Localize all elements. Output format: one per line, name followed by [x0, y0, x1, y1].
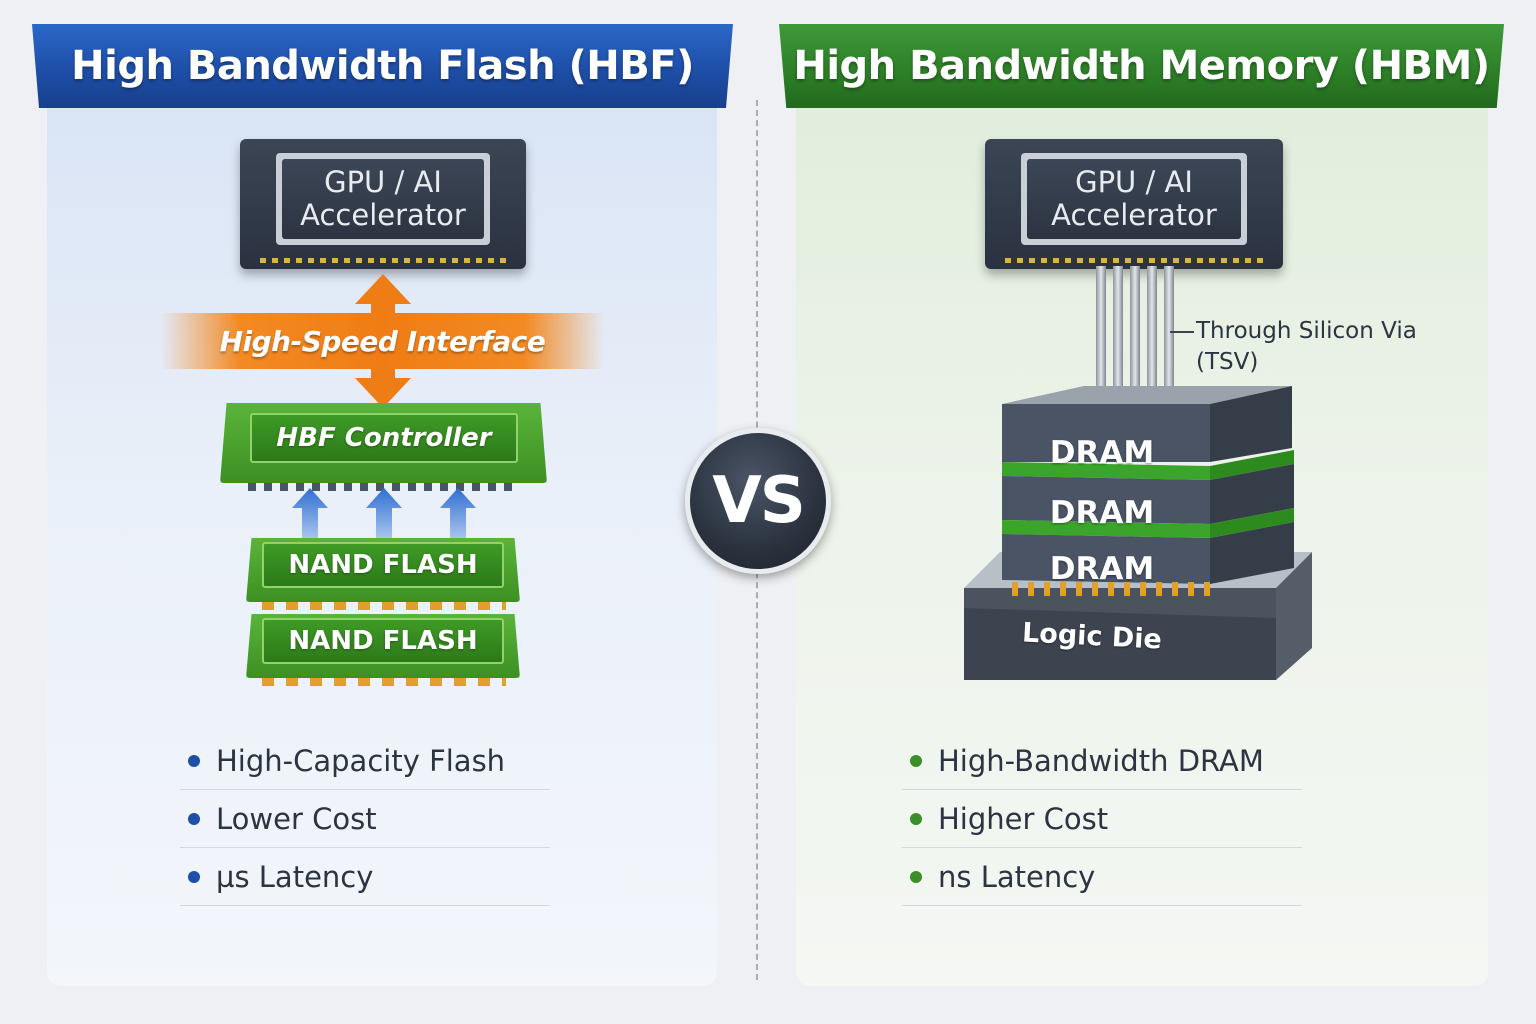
list-item: High-Capacity Flash	[180, 732, 550, 790]
nand-flash-label-1: NAND FLASH	[262, 542, 504, 588]
hbm-feature-list: High-Bandwidth DRAM Higher Cost ns Laten…	[902, 732, 1302, 906]
hbm-feature-text: High-Bandwidth DRAM	[938, 743, 1264, 778]
data-flow-arrows-icon	[292, 488, 476, 538]
bullet-dot	[910, 754, 922, 767]
dram-stack	[1002, 386, 1294, 596]
bullet-dot	[188, 870, 200, 883]
tsv-label-line2: (TSV)	[1196, 349, 1259, 375]
tsv-label: Through Silicon Via (TSV)	[1196, 316, 1417, 378]
list-item: High-Bandwidth DRAM	[902, 732, 1302, 790]
tsv-label-line1: Through Silicon Via	[1196, 318, 1417, 344]
bullet-dot	[188, 812, 200, 825]
list-item: Lower Cost	[180, 790, 550, 848]
tsv-pillars-icon	[1096, 266, 1174, 396]
dram-layer-3-label: DRAM	[1049, 551, 1155, 587]
bullet-dot	[188, 754, 200, 767]
logic-die-label: Logic Die	[1021, 616, 1163, 656]
dram-layer-2-label: DRAM	[1049, 495, 1155, 531]
vs-badge: VS	[685, 428, 831, 574]
hbm-chip-line2: Accelerator	[1051, 198, 1217, 232]
hbm-feature-text: ns Latency	[938, 859, 1096, 894]
hbf-chip-line2: Accelerator	[300, 198, 466, 232]
hbm-feature-text: Higher Cost	[938, 801, 1109, 836]
nand-flash-pins-2	[262, 678, 506, 686]
bullet-dot	[910, 812, 922, 825]
hbf-gpu-chip: GPU / AI Accelerator	[240, 139, 526, 269]
list-item: µs Latency	[180, 848, 550, 906]
nand-flash-pins-1	[262, 602, 506, 610]
hbf-feature-list: High-Capacity Flash Lower Cost µs Latenc…	[180, 732, 550, 906]
hbm-title: High Bandwidth Memory (HBM)	[779, 24, 1504, 108]
list-item: Higher Cost	[902, 790, 1302, 848]
hbf-feature-text: Lower Cost	[216, 801, 377, 836]
hbm-chip-line1: GPU / AI	[1075, 165, 1193, 199]
controller-pins	[248, 483, 520, 491]
hbf-feature-text: High-Capacity Flash	[216, 743, 506, 778]
hbf-chip-pins	[260, 258, 506, 263]
nand-flash-label-2: NAND FLASH	[262, 618, 504, 664]
bullet-dot	[910, 870, 922, 883]
high-speed-interface-band: High-Speed Interface	[160, 313, 605, 369]
high-speed-interface-label: High-Speed Interface	[219, 324, 546, 358]
hbf-controller-label: HBF Controller	[250, 413, 518, 463]
hbf-chip-line1: GPU / AI	[324, 165, 442, 199]
hbf-feature-text: µs Latency	[216, 859, 374, 894]
hbf-title: High Bandwidth Flash (HBF)	[32, 24, 733, 108]
hbm-gpu-chip: GPU / AI Accelerator	[985, 139, 1283, 269]
tsv-leader-line	[1170, 331, 1194, 333]
dram-layer-1-label: DRAM	[1049, 435, 1155, 471]
hbm-chip-pins	[1005, 258, 1263, 263]
list-item: ns Latency	[902, 848, 1302, 906]
